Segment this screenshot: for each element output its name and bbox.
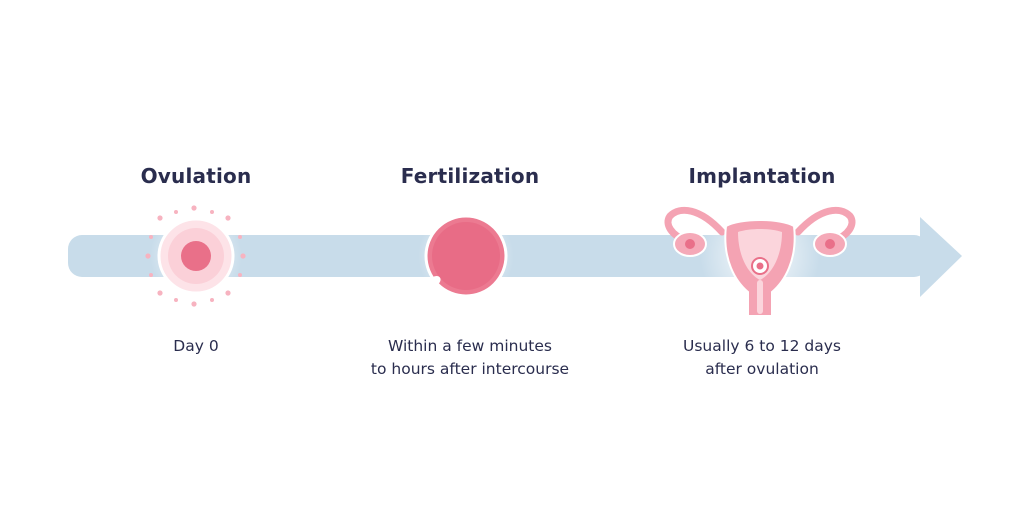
stage-title: Fertilization <box>400 164 540 188</box>
stage-description: Usually 6 to 12 days after ovulation <box>612 335 912 381</box>
stage-description: Within a few minutes to hours after inte… <box>320 335 620 381</box>
stage-description-line: Usually 6 to 12 days <box>683 337 841 355</box>
stage-description-line: Day 0 <box>173 337 219 355</box>
sperm-icon <box>397 275 441 301</box>
stage-description-line: Within a few minutes <box>387 337 552 355</box>
stage-description-line: to hours after intercourse <box>370 360 570 378</box>
egg-cell-icon <box>145 205 246 307</box>
stage-title: Ovulation <box>140 164 252 188</box>
fertilized-egg-icon <box>397 208 514 304</box>
stage-description-line: after ovulation <box>705 360 819 378</box>
stage-title: Implantation <box>688 164 836 188</box>
uterus-icon <box>664 196 856 317</box>
stage-description: Day 0 <box>46 335 346 358</box>
